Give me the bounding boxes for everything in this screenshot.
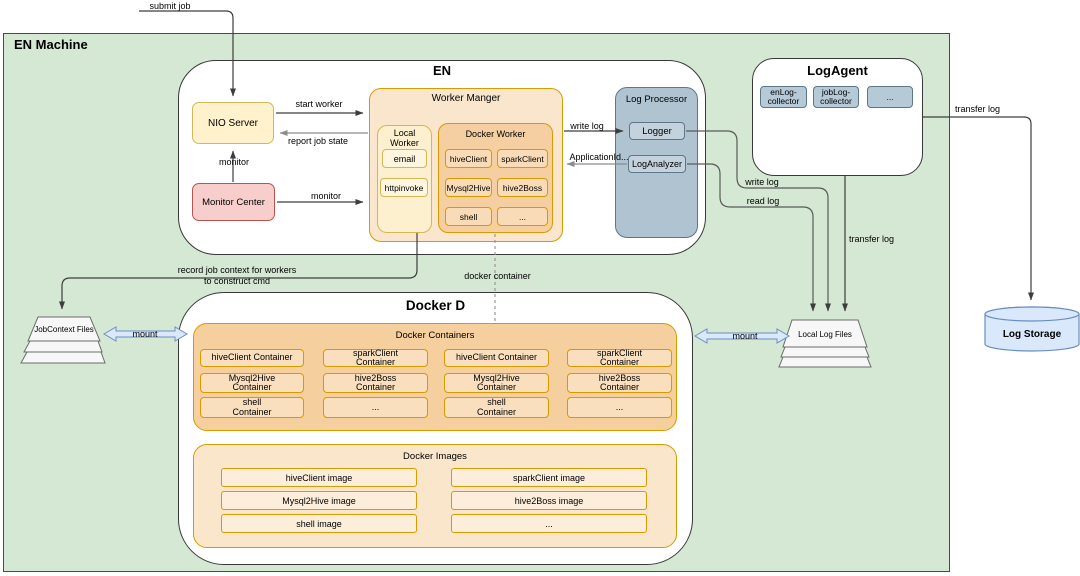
docker-worker-item-shell: shell <box>445 207 492 226</box>
container-node: Mysql2Hive Container <box>444 373 549 393</box>
container-node: hive2Boss Container <box>567 373 672 393</box>
log-agent-title: LogAgent <box>807 63 868 78</box>
container-node: sparkClient Container <box>323 347 428 367</box>
worker-manager-title: Worker Manger <box>431 93 501 104</box>
image-label: ... <box>545 518 553 529</box>
docker-containers-title: Docker Containers <box>395 330 475 341</box>
monitor-horizontal-label: monitor <box>310 191 341 201</box>
image-node: ... <box>451 514 647 533</box>
image-node: hive2Boss image <box>451 491 647 510</box>
container-node: Mysql2Hive Container <box>200 373 304 393</box>
docker-worker-item-hiveclient: hiveClient <box>445 149 492 168</box>
container-node: hive2Boss Container <box>323 373 428 393</box>
docker-images-title: Docker Images <box>403 451 467 462</box>
dots-label: ... <box>518 211 527 222</box>
start-worker-label: start worker <box>295 99 343 109</box>
read-log-label: read log <box>746 196 780 206</box>
container-label: hiveClient Container <box>211 352 293 363</box>
mysql2hive-label: Mysql2Hive <box>446 182 491 193</box>
container-label: ... <box>615 401 624 412</box>
jobcontext-files-label: JobContext Files <box>34 325 94 334</box>
container-label: shell Container <box>476 397 517 417</box>
nio-server-label: NIO Server <box>207 117 258 129</box>
sparkclient-label: sparkClient <box>501 153 544 164</box>
applicationid-label: ApplicationId... <box>569 152 629 162</box>
hiveclient-label: hiveClient <box>449 153 488 164</box>
transfer-log-to-files-label: transfer log <box>849 234 895 244</box>
transfer-log-to-storage-label: transfer log <box>954 104 1001 114</box>
monitor-center-label: Monitor Center <box>202 196 265 208</box>
docker-worker-item-hive2boss: hive2Boss <box>497 178 548 197</box>
joblog-collector-node: jobLog- collector <box>813 86 859 108</box>
docker-worker-title: Docker Worker <box>465 129 526 139</box>
local-worker-item-httpinvoke: httpinvoke <box>380 178 428 197</box>
write-log-to-files-label: write log <box>745 177 779 187</box>
docker-worker-item-more: ... <box>497 207 548 226</box>
write-log-to-logger-label: write log <box>570 121 604 131</box>
log-storage-label: Log Storage <box>1002 329 1062 340</box>
container-node: hiveClient Container <box>444 349 549 367</box>
local-log-files-label: Local Log Files <box>798 330 852 339</box>
enlog-collector-label: enLog- collector <box>767 86 800 106</box>
log-processor-title: Log Processor <box>625 94 688 105</box>
enlog-collector-node: enLog- collector <box>760 86 807 108</box>
image-node: Mysql2Hive image <box>221 491 417 510</box>
container-label: shell Container <box>232 397 272 417</box>
container-node: ... <box>567 397 672 418</box>
container-label: Mysql2Hive Container <box>473 372 520 392</box>
en-machine-title: EN Machine <box>14 37 88 52</box>
container-node: ... <box>323 397 428 418</box>
container-label: sparkClient Container <box>352 347 399 367</box>
httpinvoke-label: httpinvoke <box>384 182 424 193</box>
hive2boss-label: hive2Boss <box>502 182 543 193</box>
container-node: hiveClient Container <box>200 349 304 367</box>
container-label: Mysql2Hive Container <box>228 372 276 392</box>
container-node: shell Container <box>200 397 304 418</box>
image-label: sparkClient image <box>512 472 586 483</box>
container-node: shell Container <box>444 397 549 418</box>
joblog-collector-label: jobLog- collector <box>820 86 852 106</box>
docker-d-title: Docker D <box>405 298 466 313</box>
email-label: email <box>393 153 416 164</box>
docker-container-label: docker container <box>464 271 531 281</box>
container-label: sparkClient Container <box>596 347 643 367</box>
image-node: sparkClient image <box>451 468 647 487</box>
container-label: hiveClient Container <box>455 352 538 363</box>
image-label: Mysql2Hive image <box>282 495 356 506</box>
logger-label: Logger <box>642 125 672 137</box>
nio-server-node: NIO Server <box>192 102 274 144</box>
monitor-center-node: Monitor Center <box>192 183 275 221</box>
submit-job-label: submit job <box>149 1 191 11</box>
loganalyzer-node: LogAnalyzer <box>628 155 686 173</box>
container-label: hive2Boss Container <box>598 372 641 392</box>
report-job-state-label: report job state <box>287 136 349 146</box>
mount-right-label: mount <box>732 331 758 341</box>
container-label: hive2Boss Container <box>354 372 397 392</box>
loganalyzer-label: LogAnalyzer <box>631 159 683 169</box>
en-box-title: EN <box>432 63 452 78</box>
local-worker-title: Local Worker <box>390 128 419 148</box>
docker-worker-item-mysql2hive: Mysql2Hive <box>445 178 492 197</box>
shell-label: shell <box>459 211 478 222</box>
image-label: hiveClient image <box>285 472 353 483</box>
container-label: ... <box>371 401 380 412</box>
collector-dots-label: ... <box>886 92 894 102</box>
image-label: hive2Boss image <box>514 495 584 506</box>
image-label: shell image <box>296 518 342 529</box>
image-node: hiveClient image <box>221 468 417 487</box>
mount-left-label: mount <box>132 329 158 339</box>
monitor-vertical-label: monitor <box>218 157 249 167</box>
record-job-context-label: record job context for workers to constr… <box>177 265 297 286</box>
image-node: shell image <box>221 514 417 533</box>
container-node: sparkClient Container <box>567 347 672 367</box>
collector-more-node: ... <box>867 86 913 108</box>
local-worker-item-email: email <box>382 149 427 168</box>
logger-node: Logger <box>629 122 685 140</box>
docker-worker-item-sparkclient: sparkClient <box>497 149 548 168</box>
